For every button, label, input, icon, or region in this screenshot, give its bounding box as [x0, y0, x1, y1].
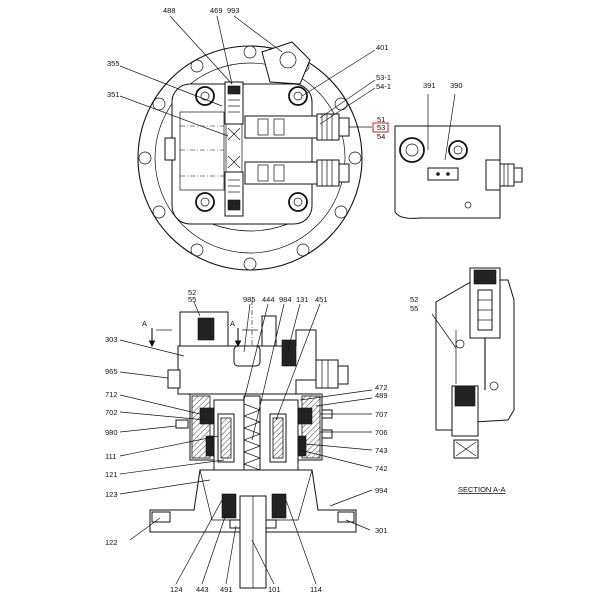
label-443: 443 [196, 585, 209, 594]
label-124: 124 [170, 585, 183, 594]
label-965: 965 [105, 367, 118, 376]
label-301: 301 [375, 526, 388, 535]
section-aa-view [431, 267, 515, 459]
label-131: 131 [296, 295, 309, 304]
plug-lower [316, 159, 340, 187]
label-488: 488 [163, 6, 176, 15]
label-469: 469 [210, 6, 223, 15]
label-472: 472 [375, 383, 388, 392]
label-55-section: 55 [410, 304, 418, 313]
label-451: 451 [315, 295, 328, 304]
label-742: 742 [375, 464, 388, 473]
label-355: 355 [107, 59, 120, 68]
label-54: 54 [377, 132, 385, 141]
part-labels: 488 469 993 401 355 351 53-1 54-1 51 53 … [105, 6, 506, 594]
top-view-leaders [119, 15, 376, 137]
label-52-section: 52 [410, 295, 418, 304]
label-489: 489 [375, 391, 388, 400]
label-a-right: A [230, 319, 235, 328]
label-51: 51 [377, 115, 385, 124]
label-707: 707 [375, 410, 388, 419]
label-122: 122 [105, 538, 118, 547]
section-caption: SECTION A-A [458, 485, 506, 494]
label-702: 702 [105, 408, 118, 417]
label-123: 123 [105, 490, 118, 499]
label-743: 743 [375, 446, 388, 455]
label-444: 444 [262, 295, 275, 304]
label-351: 351 [107, 90, 120, 99]
label-53-1: 53-1 [376, 73, 391, 82]
label-390: 390 [450, 81, 463, 90]
label-121: 121 [105, 470, 118, 479]
label-52-top: 52 [188, 288, 196, 297]
label-a-left: A [142, 319, 147, 328]
label-303: 303 [105, 335, 118, 344]
label-984: 984 [279, 295, 292, 304]
label-54-1: 54-1 [376, 82, 391, 91]
label-53: 53 [377, 123, 385, 132]
label-980: 980 [105, 428, 118, 437]
top-view [119, 15, 376, 271]
label-994: 994 [375, 486, 388, 495]
label-491: 491 [220, 585, 233, 594]
label-101: 101 [268, 585, 281, 594]
label-111: 111 [105, 452, 116, 461]
housing-flange-inner [154, 62, 346, 254]
highlight-box [372, 122, 389, 133]
label-712: 712 [105, 390, 118, 399]
label-391: 391 [423, 81, 436, 90]
label-114: 114 [310, 585, 322, 594]
label-55-top: 55 [188, 295, 196, 304]
cross-section-view [119, 300, 373, 589]
label-993: 993 [227, 6, 240, 15]
label-401: 401 [376, 43, 389, 52]
cross-section-leaders [119, 301, 373, 585]
side-detail-view [394, 93, 523, 219]
label-706: 706 [375, 428, 388, 437]
label-985: 985 [243, 295, 256, 304]
